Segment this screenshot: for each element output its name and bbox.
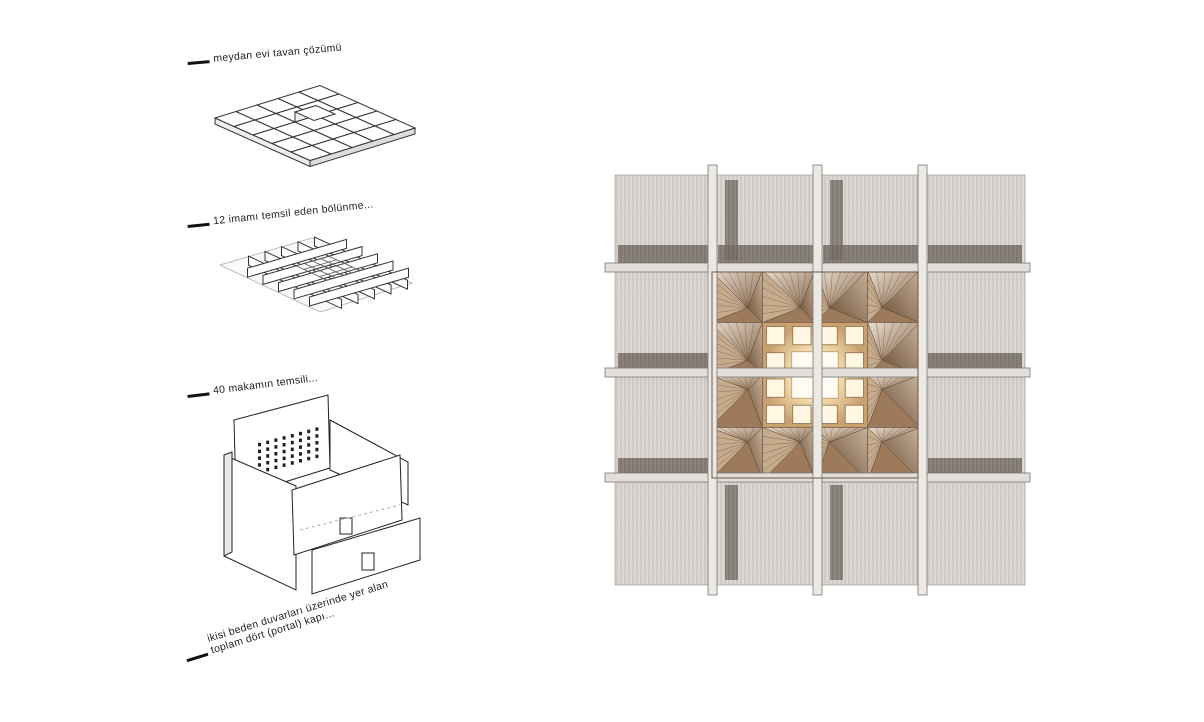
lantern-opening (792, 326, 812, 346)
front-wall (291, 454, 403, 556)
makam-dot (282, 436, 286, 440)
makam-dot (258, 463, 261, 467)
makam-dot (258, 449, 261, 454)
makam-dot (307, 436, 311, 440)
lantern-opening (844, 326, 864, 346)
makam-dot (282, 456, 286, 461)
partition-wall (262, 245, 363, 286)
lantern-opening (792, 404, 812, 424)
makam-dot (299, 438, 302, 443)
partition-wall (309, 267, 409, 307)
makam-dot (282, 463, 286, 467)
makam-dot (282, 443, 286, 447)
makam-dot (282, 449, 286, 454)
door (339, 517, 353, 535)
makam-dot (290, 461, 294, 465)
makam-dot (266, 467, 270, 472)
makam-dot (299, 459, 302, 463)
ceiling-slab-drawing (213, 84, 417, 168)
lantern-opening (844, 404, 864, 424)
makam-dot (266, 447, 270, 451)
makam-dot (315, 454, 319, 459)
makam-dot (299, 445, 302, 449)
makam-dot (290, 434, 294, 438)
ceiling-plan-render (604, 164, 1031, 596)
portal-door (361, 552, 375, 571)
makam-dots (258, 427, 319, 474)
makam-dot (290, 440, 294, 445)
partition-wall (293, 260, 394, 300)
makam-dot (315, 447, 319, 452)
lantern-opening (766, 378, 786, 398)
makam-dot (307, 429, 311, 434)
makam-dot (307, 443, 311, 447)
makam-dot (274, 465, 278, 470)
makam-dot (274, 458, 278, 463)
makam-dot (315, 434, 319, 438)
makam-dot (307, 456, 311, 461)
lantern-opening (766, 404, 786, 424)
lantern-opening (766, 326, 786, 346)
makam-dot (266, 461, 270, 465)
makam-dot (274, 445, 278, 449)
beam-vertical (917, 164, 928, 596)
makam-dot (299, 431, 302, 436)
lantern-opening (844, 378, 864, 398)
wood-panel (614, 479, 716, 586)
makam-dot (258, 442, 261, 447)
makam-dot (274, 452, 278, 456)
axonometric-diagrams (213, 84, 421, 595)
makam-dot (258, 456, 261, 460)
partition-grid-drawing (218, 236, 414, 313)
makam-dot (307, 450, 311, 454)
makam-dot (266, 440, 270, 445)
makam-dot (290, 454, 294, 458)
makam-dot (266, 454, 270, 458)
makam-dot (274, 438, 278, 442)
makam-dot (315, 441, 319, 445)
partition-wall (278, 253, 378, 293)
beam-vertical (812, 164, 823, 596)
makam-dot (315, 427, 319, 431)
slab-tile (373, 118, 417, 136)
wood-panel (924, 479, 1026, 586)
partition-wall (247, 238, 347, 278)
walls-box-drawing (223, 394, 421, 595)
makam-dot (299, 452, 302, 456)
makam-dot (290, 447, 294, 452)
